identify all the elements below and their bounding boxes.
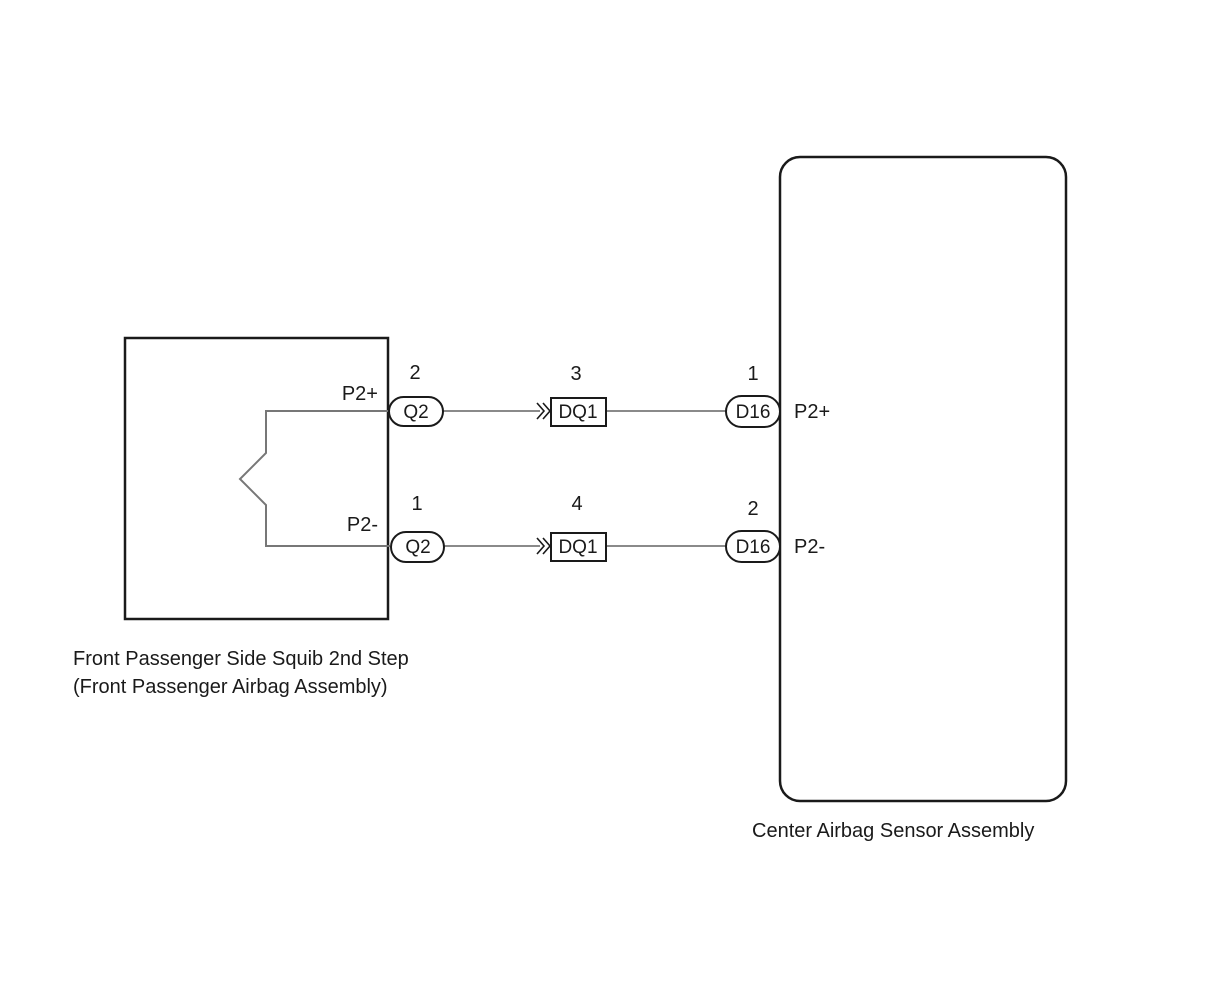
squib-caption-line1: Front Passenger Side Squib 2nd Step: [73, 648, 409, 670]
connector-label: Q2: [405, 537, 430, 558]
squib-component-box: [123, 336, 390, 621]
pin-number: 1: [411, 493, 422, 515]
pin-number: 1: [747, 363, 758, 385]
sensor-component-box: [778, 155, 1068, 803]
sensor-connector: D16 2: [725, 498, 781, 563]
circuit-p2-plus: Q2 2 DQ1 3 D16 1: [388, 362, 781, 428]
squib-connector: Q2 1: [390, 493, 445, 563]
connector-label: D16: [736, 402, 771, 423]
connector-oval: [725, 530, 781, 563]
connector-oval: [388, 396, 444, 427]
connector-box: [550, 532, 607, 562]
squib-element-symbol: [238, 410, 390, 547]
squib-caption-line2: (Front Passenger Airbag Assembly): [73, 676, 388, 698]
squib-component-caption: Front Passenger Side Squib 2nd Step (Fro…: [73, 645, 409, 701]
junction-connector: DQ1 4: [536, 493, 607, 562]
squib-connector: Q2 2: [388, 362, 444, 427]
connector-label: Q2: [403, 402, 428, 423]
connector-oval: [390, 531, 445, 563]
sensor-component-caption: Center Airbag Sensor Assembly: [752, 820, 1035, 842]
squib-terminal-minus-label: P2-: [347, 514, 378, 536]
sensor-connector: D16 1: [725, 363, 781, 428]
pin-number: 4: [571, 493, 582, 515]
connector-oval: [725, 395, 781, 428]
junction-connector: DQ1 3: [536, 363, 607, 427]
connector-label: DQ1: [558, 402, 597, 423]
squib-terminal-plus-label: P2+: [342, 383, 378, 405]
circuit-p2-minus: Q2 1 DQ1 4 D16 2: [390, 493, 781, 563]
connector-label: D16: [736, 537, 771, 558]
sensor-terminal-plus-label: P2+: [794, 401, 830, 423]
pin-number: 2: [409, 362, 420, 384]
pin-number: 3: [570, 363, 581, 385]
connector-box: [550, 397, 607, 427]
sensor-terminal-minus-label: P2-: [794, 536, 825, 558]
pin-number: 2: [747, 498, 758, 520]
connector-label: DQ1: [558, 537, 597, 558]
